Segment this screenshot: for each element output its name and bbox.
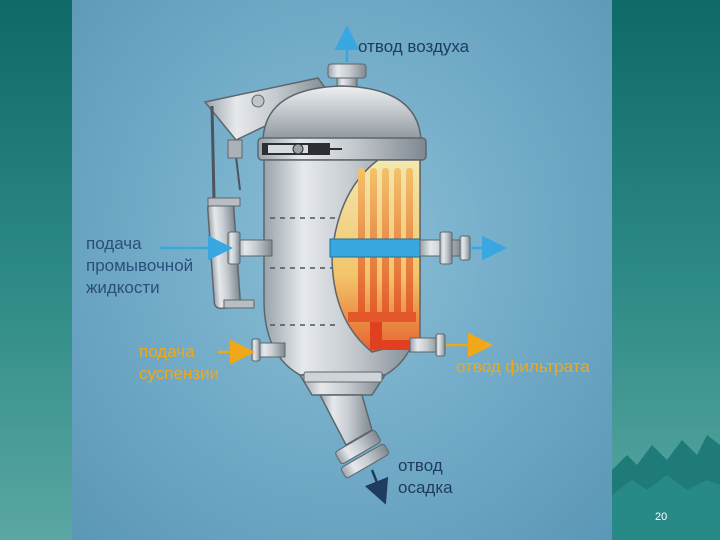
page-number: 20 xyxy=(655,511,667,523)
sediment-elbow xyxy=(320,395,390,479)
wash-liquid-label: подача промывочной жидкости xyxy=(86,233,193,299)
sediment-outlet-arrow xyxy=(372,470,384,500)
sediment-label: отвод осадка xyxy=(398,455,453,499)
filtrate-label: отвод фильтрата xyxy=(456,356,590,378)
air-outlet-label: отвод воздуха xyxy=(358,36,469,58)
clamp xyxy=(262,143,342,155)
suspension-label: подача суспензии xyxy=(139,341,219,385)
